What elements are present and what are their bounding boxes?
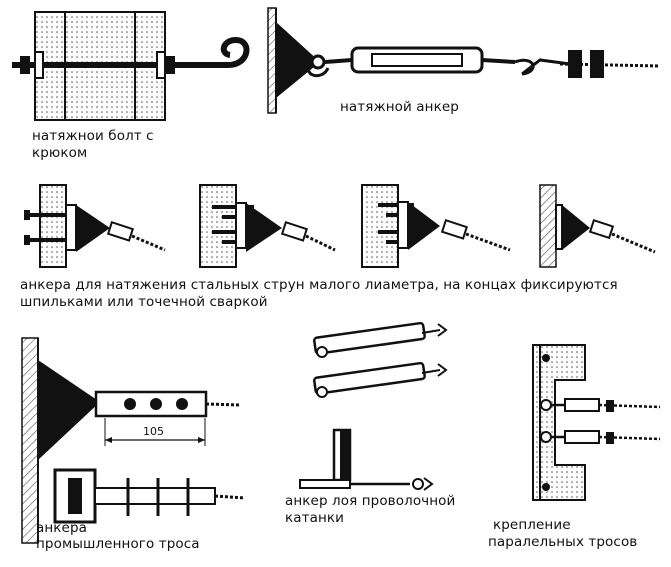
- dimension-label-105: 105: [143, 425, 164, 438]
- label-industrial-line1: анкера: [36, 520, 88, 536]
- string-anchor-1: [24, 184, 166, 268]
- label-string-anchors-line2: шпильками или точечной сваркой: [20, 294, 268, 310]
- label-wire-anchor-line1: анкер лоя проволочной: [285, 493, 456, 509]
- label-industrial-line2: промышленного троса: [36, 536, 200, 552]
- string-anchor-2: [199, 184, 336, 268]
- wire-rod-anchor-figure: [299, 321, 448, 491]
- label-hook-bolt-line2: крюком: [32, 145, 88, 161]
- tension-anchor-figure: [267, 7, 661, 114]
- hook-bolt-figure: [12, 11, 250, 121]
- label-parallel-line1: крепление: [493, 517, 571, 533]
- string-anchor-3: [361, 184, 511, 268]
- label-tension-anchor: натяжной анкер: [340, 99, 459, 115]
- string-anchor-4: [539, 184, 656, 268]
- parallel-cables-figure: [532, 344, 661, 501]
- label-hook-bolt-line1: натяжнои болт с: [32, 128, 154, 144]
- label-wire-anchor-line2: катанки: [285, 510, 345, 526]
- label-parallel-line2: паралельных тросов: [488, 534, 638, 550]
- industrial-anchor-figure: 105: [21, 337, 246, 544]
- label-string-anchors-line1: анкера для натяжения стальных струн мало…: [20, 277, 618, 293]
